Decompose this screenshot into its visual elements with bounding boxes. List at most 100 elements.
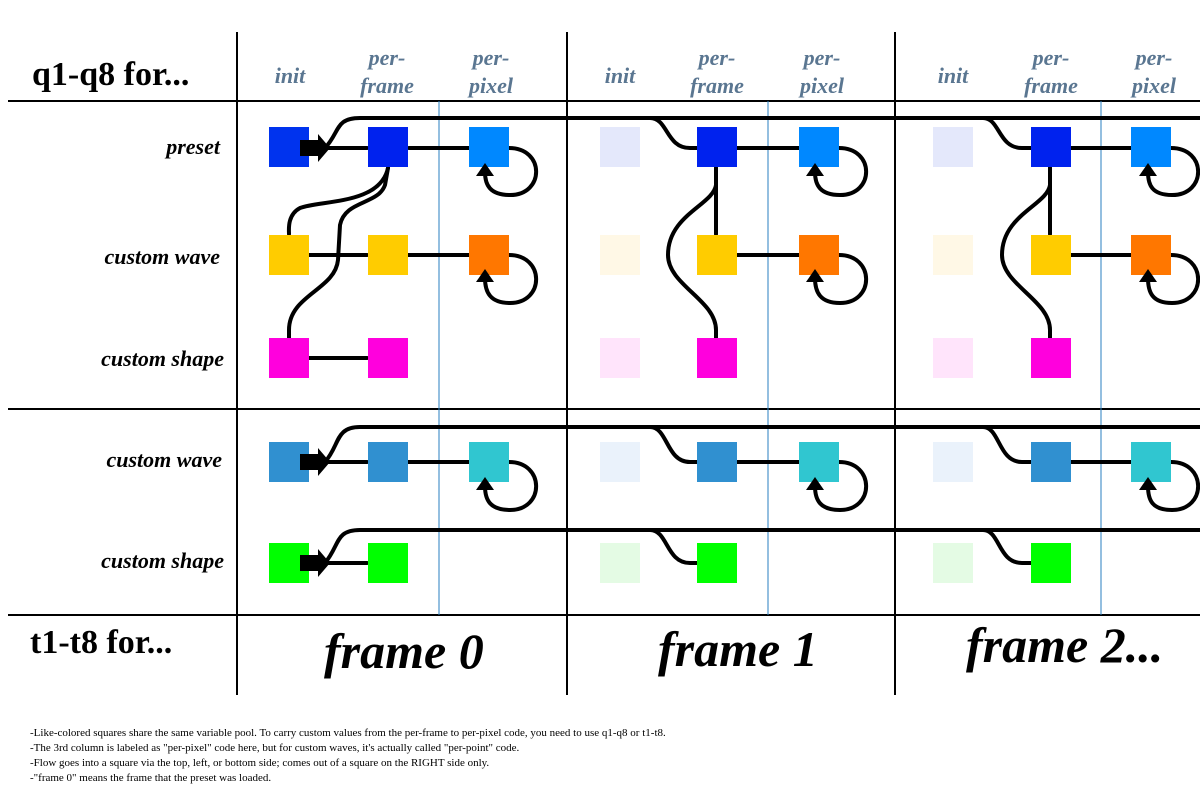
f1-qwave-perpoint-square (799, 235, 839, 275)
f0-twave-arrow-icon (300, 448, 330, 476)
f1-twave-perframe-square (697, 442, 737, 482)
f0-preset-perpixel-loop (483, 146, 538, 197)
footnote: -Like-colored squares share the same var… (30, 727, 666, 739)
f0-preset-perframe-square (368, 127, 408, 167)
f2-shape-to-preset-link (1000, 166, 1052, 340)
f0-twave-loop-arrow-icon (476, 477, 494, 490)
q-section-title: q1-q8 for... (32, 56, 190, 93)
col-init-label: init (274, 63, 306, 88)
f2-preset-perpixel-loop (1146, 146, 1200, 197)
f0-preset-arrow-icon (300, 134, 330, 162)
f2-qwave-perpoint-square (1131, 235, 1171, 275)
col-init-label: init (604, 63, 636, 88)
flow-connectors (286, 116, 1200, 565)
f2-wave-loop-arrow-icon (1139, 269, 1157, 282)
f0-preset-perpixel-square (469, 127, 509, 167)
f1-preset-perpixel-square (799, 127, 839, 167)
f2-twave-perpoint-loop (1146, 460, 1200, 512)
f1-wave-loop-arrow-icon (806, 269, 824, 282)
footnote: -The 3rd column is labeled as "per-pixel… (30, 742, 520, 754)
f2-wave-perpoint-loop (1146, 253, 1200, 305)
f2-col-perpixel: per- pixel (1109, 44, 1199, 100)
f1-twave-perpoint-loop (813, 460, 868, 512)
row-label-preset: preset (166, 134, 220, 159)
f2-tshape-branch (981, 528, 1033, 565)
f2-twave-loop-arrow-icon (1139, 477, 1157, 490)
f1-qshape-perframe-square (697, 338, 737, 378)
f2-qwave-init-faded-square (933, 235, 973, 275)
f2-twave-perframe-square (1031, 442, 1071, 482)
col-init-label: init (937, 63, 969, 88)
f1-twave-loop-arrow-icon (806, 477, 824, 490)
f0-qwave-perframe-square (368, 235, 408, 275)
f1-twave-branch (648, 425, 699, 464)
col-perframe-line2: frame (360, 73, 414, 98)
grid-lines (8, 32, 1200, 695)
f2-preset-loop-arrow-icon (1139, 163, 1157, 176)
f0-col-perpixel: per- pixel (446, 44, 536, 100)
f0-tshape-perframe-square (368, 543, 408, 583)
col-perpixel-line1: per- (472, 45, 510, 70)
col-perpixel-line2: pixel (1132, 73, 1176, 98)
f2-twave-init-faded-square (933, 442, 973, 482)
col-perframe-line1: per- (1032, 45, 1070, 70)
f1-wave-perpoint-loop (813, 253, 868, 305)
f2-preset-init-faded-square (933, 127, 973, 167)
f1-col-init: init (575, 62, 665, 90)
f0-tshape-arrow-icon (300, 549, 330, 577)
f0-twave-carry-line (323, 425, 1200, 464)
row-label-t-custom-shape: custom shape (101, 548, 224, 573)
f0-col-init: init (245, 62, 335, 90)
f2-twave-branch (981, 425, 1033, 464)
f1-preset-branch (648, 116, 699, 150)
footnote: -Flow goes into a square via the top, le… (30, 757, 490, 769)
variable-pool-squares (269, 127, 1171, 583)
f2-col-init: init (908, 62, 998, 90)
f2-preset-perpixel-square (1131, 127, 1171, 167)
f1-tshape-perframe-square (697, 543, 737, 583)
f2-col-perframe: per- frame (1006, 44, 1096, 100)
col-perframe-line1: per- (698, 45, 736, 70)
f0-qwave-init-square (269, 235, 309, 275)
f2-tshape-init-faded-square (933, 543, 973, 583)
f1-tshape-branch (648, 528, 699, 565)
f2-qshape-init-faded-square (933, 338, 973, 378)
row-label-q-custom-shape: custom shape (101, 346, 224, 371)
f0-preset-carry-line (323, 116, 1200, 150)
f0-twave-perpoint-square (469, 442, 509, 482)
f1-preset-perframe-square (697, 127, 737, 167)
frame-label-1: frame 1 (658, 621, 818, 677)
f1-qwave-init-faded-square (600, 235, 640, 275)
f1-col-perframe: per- frame (672, 44, 762, 100)
f0-qwave-perpoint-square (469, 235, 509, 275)
f1-preset-perpixel-loop (813, 146, 868, 197)
f1-preset-init-faded-square (600, 127, 640, 167)
row-label-t-custom-wave: custom wave (106, 447, 223, 472)
f0-qshape-perframe-square (368, 338, 408, 378)
f1-twave-init-faded-square (600, 442, 640, 482)
f0-shape-to-preset-link (287, 166, 390, 340)
f0-col-perframe: per- frame (342, 44, 432, 100)
f1-qwave-perframe-square (697, 235, 737, 275)
f0-preset-loop-arrow-icon (476, 163, 494, 176)
f1-preset-loop-arrow-icon (806, 163, 824, 176)
f2-preset-perframe-square (1031, 127, 1071, 167)
footnotes: -Like-colored squares share the same var… (30, 726, 1180, 786)
col-perframe-line1: per- (368, 45, 406, 70)
f0-wave-loop-arrow-icon (476, 269, 494, 282)
frame-label-2: frame 2... (966, 617, 1164, 673)
f0-qshape-init-square (269, 338, 309, 378)
f0-wave-perpoint-loop (483, 253, 538, 305)
f0-twave-perframe-square (368, 442, 408, 482)
f0-tshape-carry-line (323, 528, 1200, 565)
f2-preset-branch (981, 116, 1033, 150)
f2-twave-perpoint-square (1131, 442, 1171, 482)
f1-twave-perpoint-square (799, 442, 839, 482)
f1-col-perpixel: per- pixel (777, 44, 867, 100)
f1-tshape-init-faded-square (600, 543, 640, 583)
col-perpixel-line1: per- (803, 45, 841, 70)
perpixel-dividers (438, 101, 1102, 615)
row-label-q-custom-wave: custom wave (104, 244, 221, 269)
